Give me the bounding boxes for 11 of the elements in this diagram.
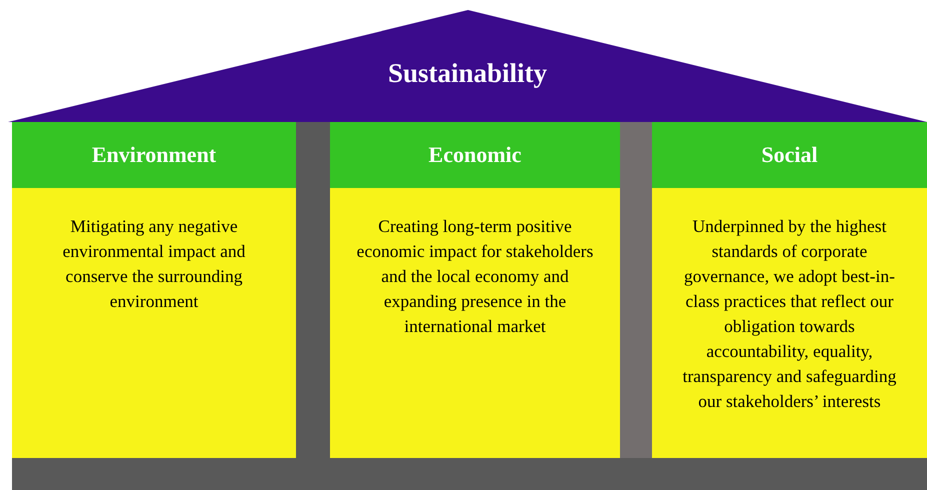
roof-triangle (8, 10, 927, 122)
roof-title: Sustainability (388, 58, 548, 89)
pillar-description: Creating long-term positive economic impact for stakeholders and the local economy and expanding presence in the international market (356, 215, 594, 338)
pillar-heading: Social (652, 122, 927, 188)
pillar-heading: Economic (330, 122, 620, 188)
pillar-description: Underpinned by the highest standards of corporate governance, we adopt best-in-class practices that reflect our obligation towards accountability, equality, transparency and safeguarding our stakeholders’ interests (682, 215, 898, 413)
pillar-card (652, 122, 927, 458)
pillar-heading: Environment (12, 122, 296, 188)
pillar-card (330, 122, 620, 458)
pillar-card (12, 122, 296, 458)
pillar-description: Mitigating any negative environmental impact and conserve the surrounding environment (62, 215, 246, 313)
